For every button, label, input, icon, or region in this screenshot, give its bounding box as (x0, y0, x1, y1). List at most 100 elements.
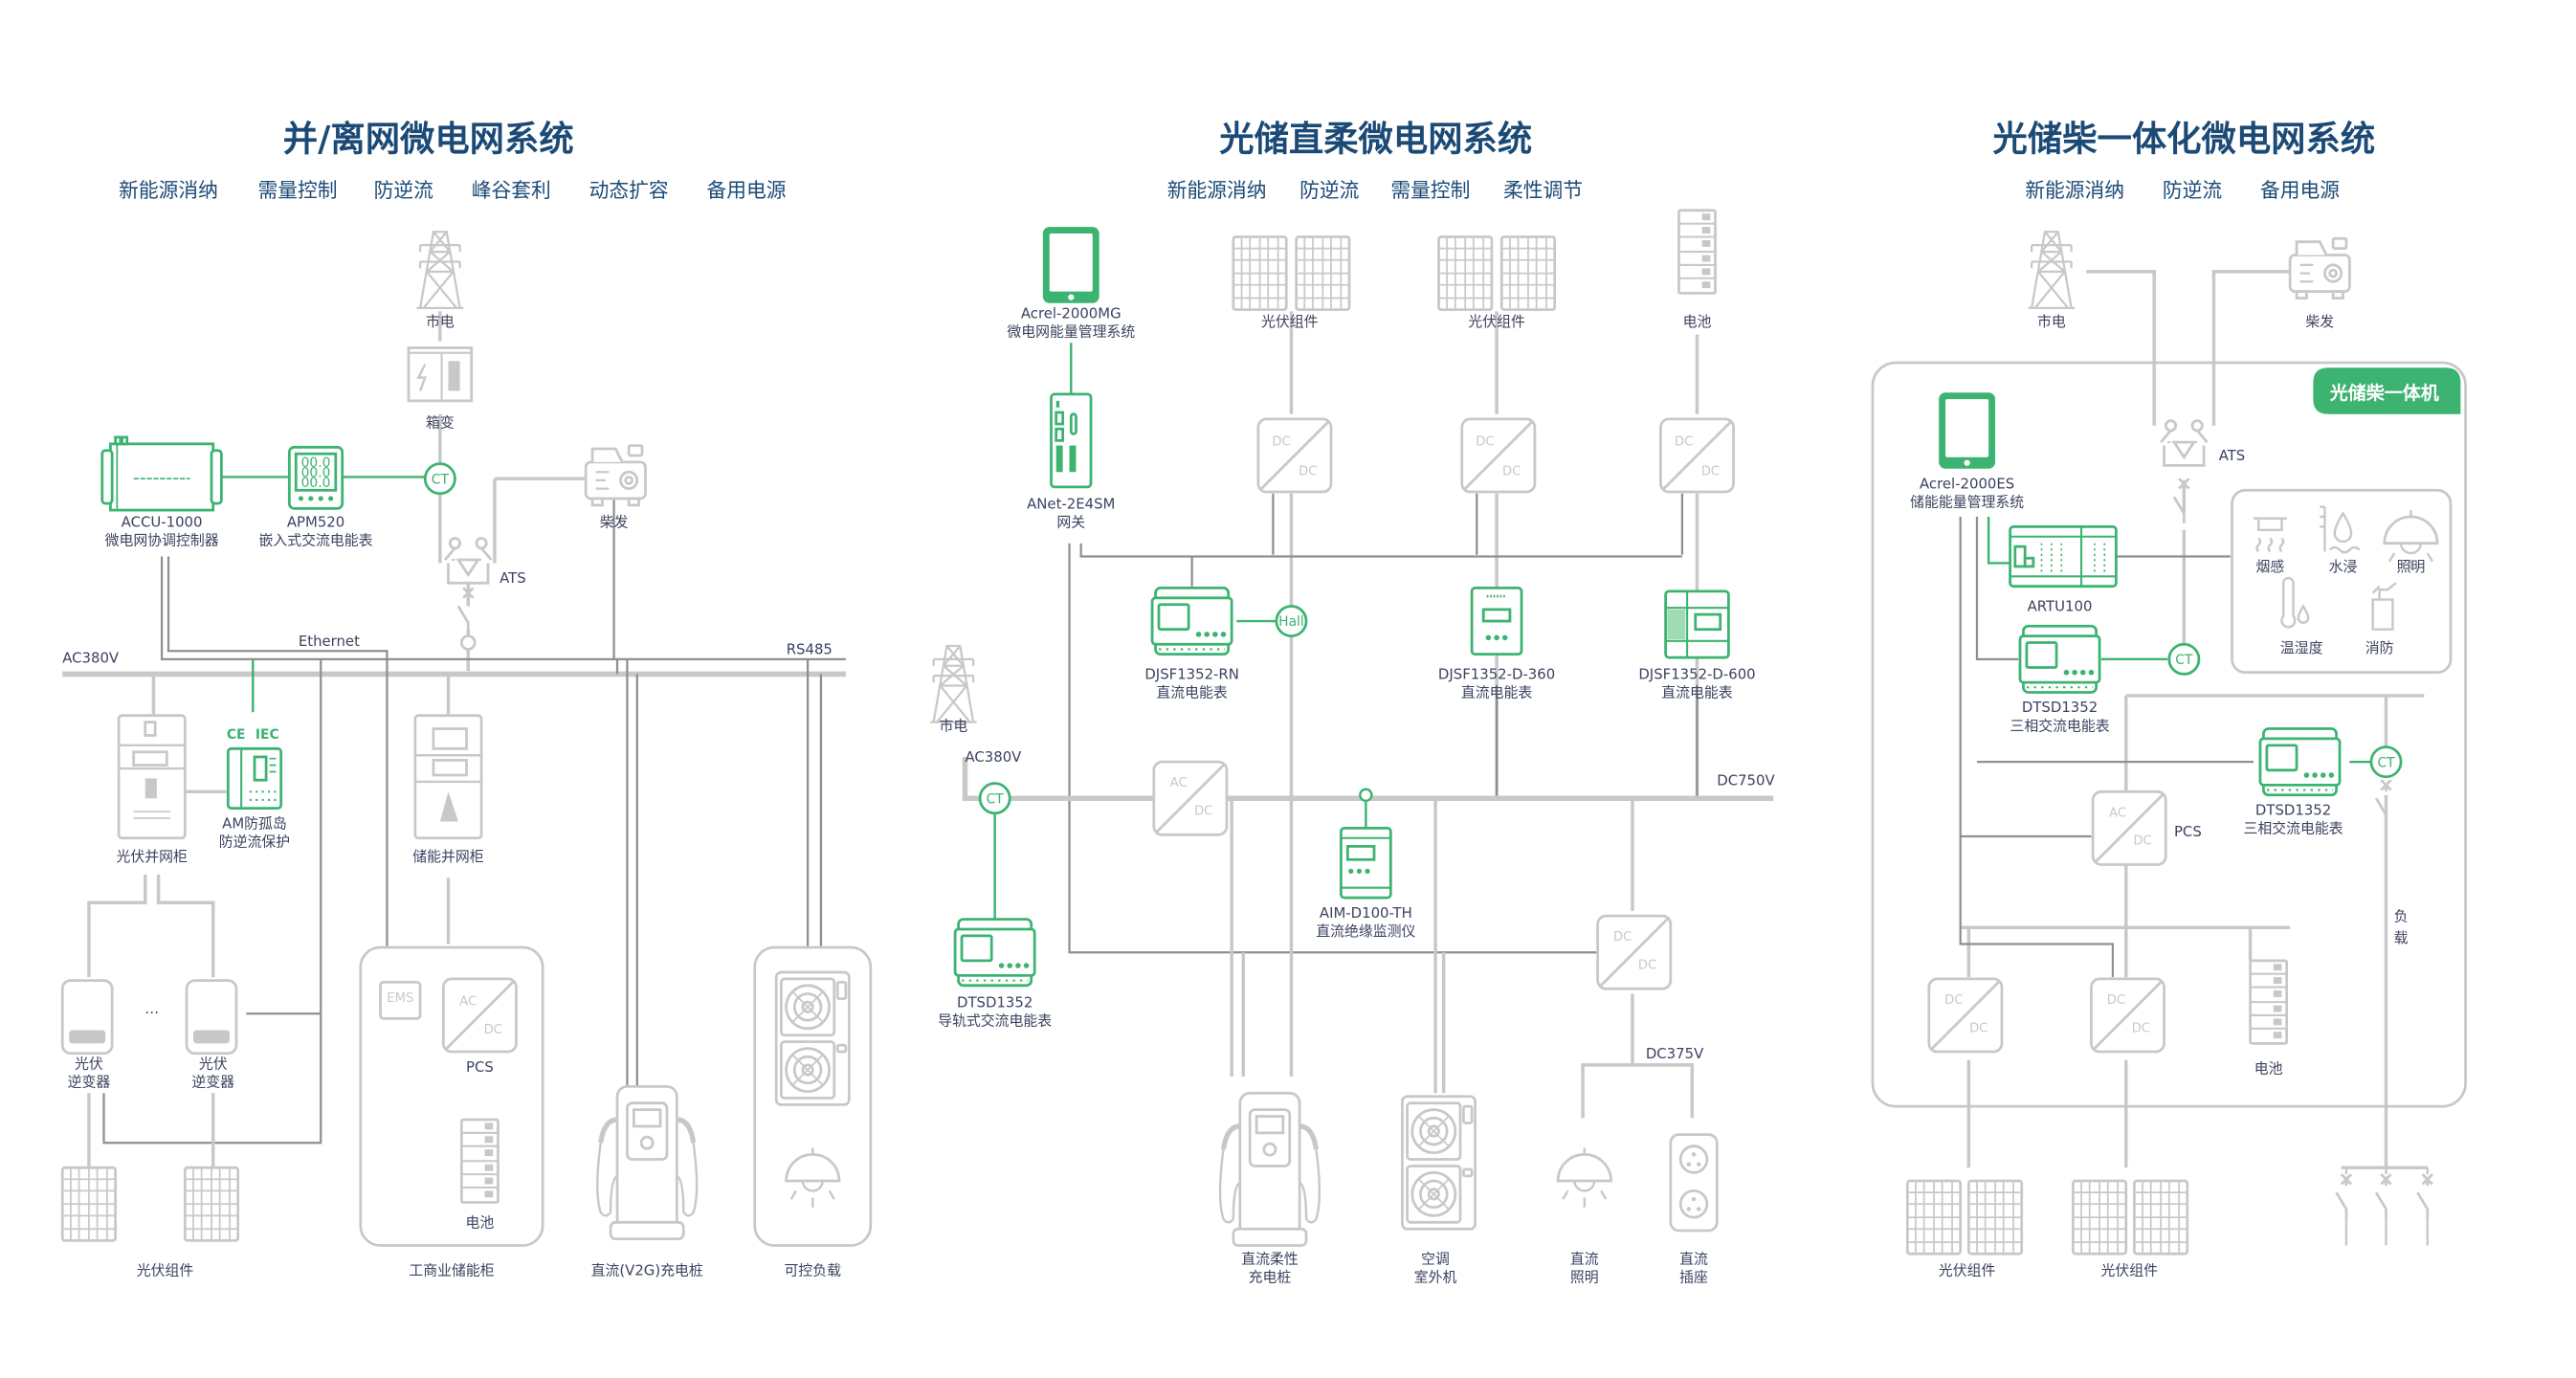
inverter-label: 逆变器 (191, 1073, 234, 1090)
rn-desc: 直流电能表 (1156, 684, 1227, 701)
pv1-label: 光伏组件 (1261, 313, 1319, 330)
dtsd-model: DTSD1352 (957, 993, 1033, 1011)
socket-label: 插座 (1679, 1269, 1708, 1286)
dc-bus-label: DC750V (1717, 771, 1775, 789)
dc-dc-converter-icon (1256, 417, 1333, 494)
grid-label: 市电 (2037, 313, 2066, 330)
pv-inverter-2 (185, 979, 238, 1056)
feature-item: 新能源消纳 (1167, 179, 1267, 202)
dc-socket-icon (1669, 1133, 1719, 1233)
flood-label: 水浸 (2329, 558, 2358, 575)
dc-label: DC (1299, 465, 1317, 479)
charger-label: 直流柔性 (1241, 1251, 1299, 1268)
dc-label: DC (1502, 465, 1521, 479)
ac-dc-converter-icon (441, 977, 518, 1054)
tablet-icon (1042, 227, 1099, 303)
dc-label: DC (1476, 435, 1494, 450)
artu100-icon (2009, 525, 2118, 589)
ac-outdoor-unit-icon (1401, 1095, 1477, 1231)
dc-meter-d360-icon (1470, 587, 1523, 656)
pv-panel-icon (1437, 235, 1494, 312)
breaker-icon (456, 587, 475, 634)
disconnector-icon (459, 634, 477, 651)
svg-text:00.0: 00.0 (301, 456, 331, 471)
ci-ess-label: 工商业储能柜 (409, 1262, 494, 1279)
feature-item: 新能源消纳 (119, 179, 218, 202)
ac-bus-label: AC380V (62, 649, 120, 666)
feature-item: 防逆流 (1299, 179, 1359, 202)
es-desc: 储能能量管理系统 (1910, 494, 2024, 511)
pv2-label: 光伏组件 (1468, 313, 1525, 330)
rs485-label: RS485 (787, 641, 833, 658)
feature-item: 峰谷套利 (472, 179, 551, 202)
pv-panel-icon (1966, 1179, 2024, 1256)
grid-label: 市电 (940, 717, 968, 734)
pv-panel-icon (2071, 1179, 2128, 1256)
ellipsis: … (144, 1000, 159, 1017)
feature-item: 新能源消纳 (2025, 179, 2124, 202)
ac-dc-converter-icon (1152, 760, 1229, 836)
dtsd2-desc: 三相交流电能表 (2244, 820, 2343, 837)
pv2-label: 光伏组件 (2100, 1262, 2158, 1279)
dc-label: DC (1272, 435, 1290, 450)
smoke-detector-icon (2254, 517, 2287, 553)
ac-unit-label: 空调 (1421, 1251, 1450, 1268)
insulation-sensor-icon (1359, 788, 1373, 803)
am-label-line1: AM防孤岛 (222, 814, 287, 832)
badge-label: 光储柴一体机 (2329, 382, 2439, 404)
battery-label: 电池 (1683, 313, 1712, 330)
water-leak-icon (2320, 505, 2361, 554)
gw-model: ANet-2E4SM (1027, 495, 1115, 512)
mg-model: Acrel-2000MG (1021, 304, 1121, 322)
inverter-label: 光伏 (199, 1055, 228, 1072)
d600-desc: 直流电能表 (1661, 684, 1732, 701)
ac-meter-dtsd-icon (953, 918, 1036, 988)
battery-icon (1677, 209, 1717, 295)
load-label-1: 负 (2394, 907, 2409, 924)
dc-label: DC (1944, 993, 1963, 1008)
feature-item: 备用电源 (2260, 179, 2340, 202)
accu-model: ACCU-1000 (122, 513, 203, 530)
inverter-label: 逆变器 (68, 1073, 111, 1090)
mg-desc: 微电网能量管理系统 (1007, 322, 1135, 340)
dtsd-desc: 导轨式交流电能表 (938, 1011, 1052, 1029)
ems-label: EMS (387, 991, 413, 1006)
svg-text:00.0: 00.0 (301, 476, 331, 491)
feature-item: 柔性调节 (1503, 179, 1583, 202)
box-transformer-label: 箱变 (426, 414, 455, 432)
ac-label: AC (2109, 806, 2126, 820)
ce-mark: CE (227, 727, 246, 743)
smoke-label: 烟感 (2255, 558, 2284, 575)
ac-label: AC (1170, 776, 1188, 790)
thermometer-icon (2280, 576, 2310, 629)
dc-dc-converter-icon (1927, 977, 2004, 1054)
diesel-generator-icon (584, 444, 647, 507)
lighting-label: 照明 (1570, 1269, 1599, 1286)
panel-title: 光储柴一体化微电网系统 (1993, 118, 2376, 159)
environment-sensors-box: 烟感 水浸 照明 温湿度 消防 (2231, 488, 2453, 675)
dc-label: DC (1675, 435, 1693, 450)
ess-cabinet-icon (413, 714, 483, 840)
load-label-2: 载 (2394, 929, 2409, 946)
battery-icon (2249, 959, 2289, 1045)
tablet-icon (1939, 392, 1996, 469)
pv-panel-icon (183, 1166, 240, 1242)
anti-islanding-device-icon (226, 746, 283, 810)
load-feeder-breakers (2335, 1167, 2434, 1246)
diesel-label: 柴发 (2305, 313, 2334, 330)
grid-label: 市电 (426, 313, 455, 330)
pv-panel-icon (2133, 1179, 2189, 1256)
svg-text:00.0: 00.0 (301, 465, 331, 480)
apm-model: APM520 (287, 513, 344, 530)
gateway-icon (1050, 392, 1093, 489)
feature-item: 备用电源 (707, 179, 787, 202)
v2g-charger-label: 直流(V2G)充电桩 (591, 1262, 703, 1279)
d360-desc: 直流电能表 (1461, 684, 1532, 701)
controllable-load-cabinet (753, 945, 873, 1247)
pv-inverter-1 (60, 979, 114, 1056)
pv-panel-icon (60, 1166, 118, 1242)
ats-label: ATS (500, 569, 526, 587)
charger-label: 充电桩 (1249, 1269, 1292, 1286)
